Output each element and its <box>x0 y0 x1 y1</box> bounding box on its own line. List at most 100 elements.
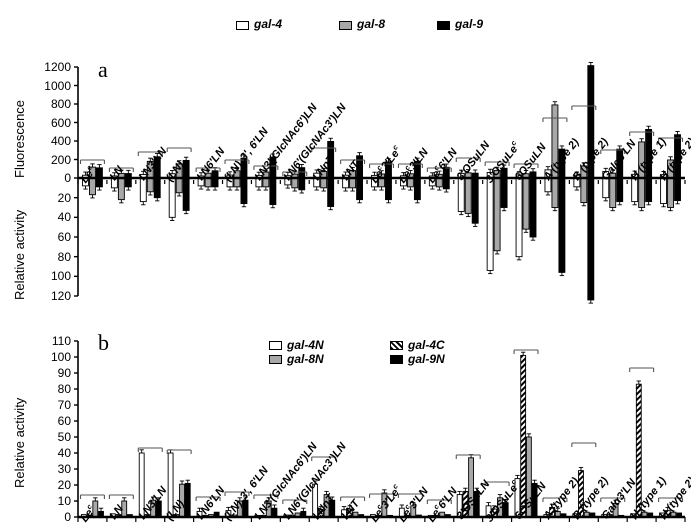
legend-b-swatch-gal-4N <box>269 341 282 350</box>
legend-a-label-gal-4: gal-4 <box>254 17 283 31</box>
errorbar-a-dn-gal-8-14 <box>494 250 500 255</box>
legend-a-label-gal-9: gal-9 <box>455 17 484 31</box>
errorbar-a-up-gal-8-11 <box>408 170 413 174</box>
errorbar-a-up-gal-9-17 <box>588 61 594 66</box>
errorbar-a-up-gal-8-16 <box>552 101 558 105</box>
legend-b-swatch-gal-8N <box>269 355 282 364</box>
ytick-b-10: 10 <box>57 494 71 508</box>
errorbar-a-up-gal-8-4 <box>205 169 211 174</box>
bar-a-neg-gal-8-14 <box>493 177 501 252</box>
errorbar-a-dn-gal-9-6 <box>270 204 276 209</box>
errorbar-a-up-gal-4-12 <box>430 172 435 176</box>
bar-a-neg-gal-9-10 <box>385 177 392 201</box>
errorbar-a-dn-gal-9-11 <box>415 199 420 204</box>
legend-b-swatch-gal-9N <box>390 355 403 364</box>
bar-b-gal-4C-15 <box>520 354 527 518</box>
errorbar-a-up-gal-9-8 <box>328 137 333 142</box>
errorbar-a-up-gal-8-12 <box>437 170 442 175</box>
errorbar-b-gal-8N-11 <box>411 502 416 506</box>
errorbar-a-up-gal-8-9 <box>350 166 355 171</box>
errorbar-b-gal-4N-15 <box>515 474 520 479</box>
errorbar-a-dn-gal-9-4 <box>212 186 218 191</box>
ytick-b-30: 30 <box>57 462 71 476</box>
errorbar-a-dn-gal-8-5 <box>234 186 240 191</box>
errorbar-a-up-gal-8-20 <box>668 156 673 160</box>
errorbar-a-dn-gal-4-20 <box>661 203 666 208</box>
errorbar-b-gal-8N-6 <box>266 497 271 501</box>
errorbar-a-dn-gal-4-5 <box>227 186 233 191</box>
bar-a-neg-gal-9-11 <box>413 177 421 201</box>
errorbar-b-gal-9N-13 <box>474 487 479 492</box>
bar-a-neg-gal-9-9 <box>356 177 364 201</box>
errorbar-b-gal-9N-5 <box>243 496 248 501</box>
errorbar-a-up-gal-8-2 <box>148 157 153 162</box>
bar-a-neg-gal-9-8 <box>327 177 335 207</box>
errorbar-a-dn-gal-4-4 <box>198 185 204 190</box>
errorbar-b-gal-4C-14 <box>492 505 497 509</box>
bar-a-neg-gal-9-14 <box>500 177 508 208</box>
errorbar-a-dn-gal-8-3 <box>176 192 182 197</box>
errorbar-a-up-gal-8-18 <box>610 169 615 174</box>
panel-a-letter: a <box>98 57 108 82</box>
ytick-b-20: 20 <box>57 478 71 492</box>
errorbar-b-gal-8N-15 <box>526 433 532 437</box>
errorbar-a-up-gal-4-1 <box>112 172 117 176</box>
errorbar-a-up-gal-4-13 <box>459 169 464 174</box>
errorbar-a-up-gal-4-16 <box>545 166 551 170</box>
bar-a-neg-gal-9-6 <box>269 177 277 205</box>
errorbar-a-up-gal-8-15 <box>523 170 529 174</box>
legend-a-swatch-gal-4 <box>236 21 249 30</box>
errorbar-a-dn-gal-9-9 <box>357 199 362 204</box>
errorbar-b-gal-9N-2 <box>156 497 162 501</box>
errorbar-a-dn-gal-4-14 <box>487 270 493 275</box>
errorbar-a-up-gal-9-7 <box>299 163 304 168</box>
errorbar-a-dn-gal-9-5 <box>241 203 247 208</box>
errorbar-a-dn-gal-4-13 <box>459 211 464 216</box>
errorbar-b-gal-4C-20 <box>665 506 670 511</box>
errorbar-a-up-gal-9-5 <box>241 154 247 159</box>
errorbar-b-gal-4N-11 <box>399 504 405 509</box>
errorbar-a-dn-gal-9-8 <box>328 206 333 211</box>
errorbar-a-dn-gal-4-17 <box>574 186 580 191</box>
bar-a-neg-gal-8-20 <box>667 177 674 208</box>
ytick-a-lower-100: 100 <box>50 269 71 284</box>
errorbar-b-gal-8N-3 <box>179 480 185 485</box>
legend-b-label-gal-4N: gal-4N <box>287 338 324 352</box>
ytick-b-90: 90 <box>57 366 71 380</box>
errorbar-a-dn-gal-8-4 <box>205 186 211 191</box>
axis-title-relative-activity-b: Relative activity <box>12 397 27 488</box>
errorbar-a-up-gal-4-17 <box>574 171 580 176</box>
errorbar-a-up-gal-9-1 <box>126 169 131 174</box>
errorbar-a-up-gal-4-3 <box>169 170 175 174</box>
errorbar-a-up-gal-9-13 <box>472 169 478 174</box>
bar-a-neg-gal-9-2 <box>153 177 161 199</box>
legend-a-swatch-gal-8 <box>339 21 352 30</box>
errorbar-b-gal-8N-1 <box>122 497 127 501</box>
bar-a-neg-gal-9-0 <box>95 177 103 188</box>
errorbar-a-dn-gal-9-15 <box>530 237 536 241</box>
errorbar-a-up-gal-4-0 <box>83 171 88 176</box>
errorbar-a-up-gal-8-8 <box>321 167 326 172</box>
errorbar-a-dn-gal-4-15 <box>516 256 522 261</box>
errorbar-a-dn-gal-8-18 <box>610 207 615 212</box>
ytick-b-50: 50 <box>57 430 71 444</box>
bar-a-neg-gal-9-4 <box>211 177 219 188</box>
errorbar-a-dn-gal-9-0 <box>97 186 102 191</box>
errorbar-a-up-gal-9-12 <box>444 163 449 168</box>
errorbar-a-dn-gal-8-8 <box>321 187 326 192</box>
errorbar-a-up-gal-4-11 <box>401 172 406 176</box>
errorbar-a-dn-gal-8-17 <box>581 202 587 207</box>
errorbar-a-up-gal-4-8 <box>314 169 319 174</box>
bar-a-neg-gal-9-15 <box>529 177 537 238</box>
errorbar-a-up-gal-4-14 <box>487 168 493 173</box>
errorbar-a-dn-gal-9-10 <box>386 199 391 204</box>
errorbar-a-up-gal-9-9 <box>357 152 362 156</box>
legend-a-swatch-gal-9 <box>437 21 450 30</box>
ytick-a-lower-80: 80 <box>57 249 71 264</box>
errorbar-a-dn-gal-8-12 <box>437 186 442 191</box>
errorbar-a-up-gal-9-3 <box>183 156 189 161</box>
errorbar-a-up-gal-8-13 <box>466 169 471 173</box>
errorbar-b-gal-4N-14 <box>486 502 491 506</box>
errorbar-a-dn-gal-8-0 <box>90 194 95 199</box>
